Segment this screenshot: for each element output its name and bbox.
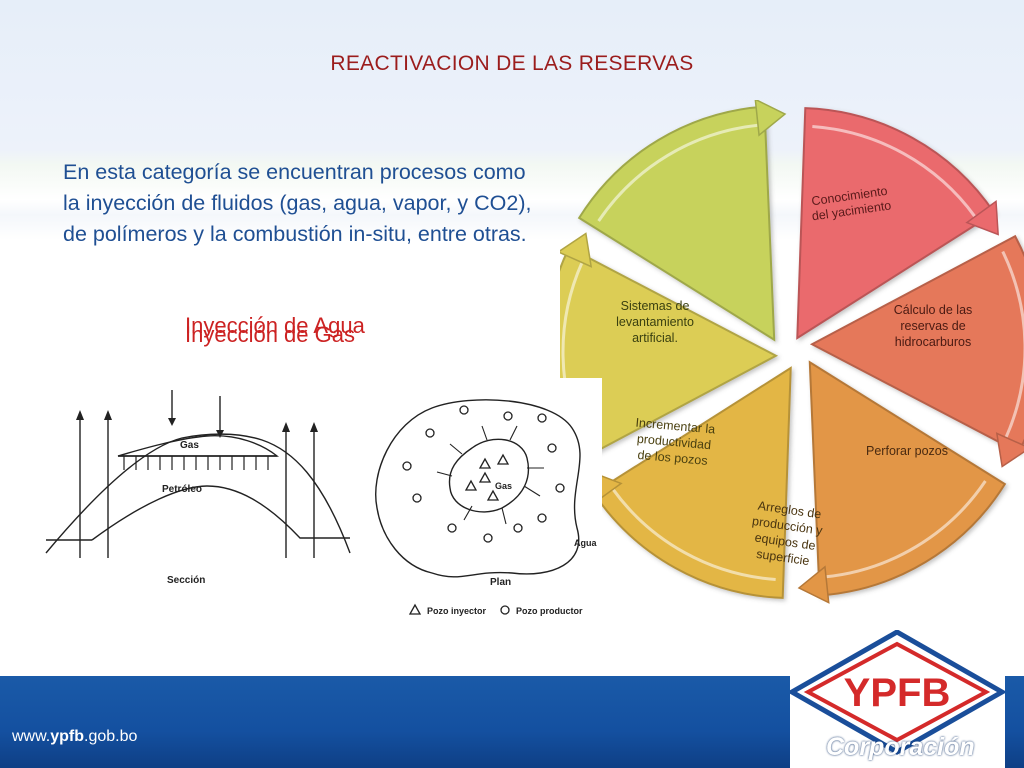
label-gas-injection: Inyección de Gas (185, 322, 355, 347)
cycle-step-5-label: Incrementar laproductividadde los pozos (632, 416, 716, 469)
cycle-step-3-label: Perforar pozos (866, 444, 948, 458)
cycle-arrow-5 (560, 232, 593, 268)
cycle-sector-4 (592, 366, 792, 599)
url-suffix: .gob.bo (84, 728, 138, 745)
cycle-arrow-3 (797, 565, 830, 604)
logo-text: YPFB (844, 671, 951, 715)
plan-gas-label: Gas (495, 481, 512, 491)
down-arrows (123, 456, 269, 470)
legend-producer-label: Pozo productor (516, 606, 583, 616)
cycle-arrow-1 (965, 199, 999, 236)
cycle-arc-3 (825, 480, 987, 579)
ypfb-logo: YPFB (790, 630, 1005, 768)
section-oil-label: Petróleo (162, 484, 202, 495)
producer-wells (402, 405, 565, 543)
section-figure (45, 390, 351, 558)
plan-caption: Plan (490, 577, 511, 588)
slide-title: REACTIVACION DE LAS RESERVAS (330, 52, 694, 75)
corporation-label: Corporación (826, 733, 975, 761)
plan-arrows (436, 425, 544, 525)
process-cycle-diagram: Conocimientodel yacimiento Cálculo de la… (560, 100, 1024, 604)
plan-water-label: Agua (574, 538, 597, 548)
cycle-arc-4 (611, 488, 776, 581)
legend-producer-icon (500, 605, 510, 615)
cycle-arc-1 (812, 125, 977, 218)
section-gas-label: Gas (180, 440, 199, 451)
injector-wells (464, 453, 510, 501)
legend-injector-label: Pozo inyector (427, 606, 487, 616)
body-paragraph: En esta categoría se encuentran procesos… (63, 160, 532, 246)
legend-injector-icon (408, 603, 422, 615)
cycle-sector-1 (796, 107, 996, 340)
cycle-sector-2 (809, 234, 1024, 454)
reservoir-figures: Gas Petróleo Sección Gas Agua Plan Pozo … (32, 378, 602, 628)
cycle-arrow-6 (754, 100, 787, 137)
url-brand: ypfb (50, 728, 85, 745)
footer-website-link[interactable]: www.ypfb.gob.bo (12, 728, 137, 746)
cycle-sector-6 (577, 105, 776, 342)
plan-figure (375, 399, 581, 578)
section-arrowheads (76, 410, 318, 438)
cycle-arrow-2 (995, 432, 1024, 468)
section-caption: Sección (167, 575, 205, 586)
cycle-step-4-label: Arreglos deproducción yequipos desuperfi… (747, 498, 827, 569)
cycle-arc-2 (1001, 250, 1024, 439)
cycle-arc-6 (597, 123, 759, 222)
url-prefix: www. (12, 728, 51, 745)
cycle-sector-3 (808, 360, 1007, 597)
cycle-sectors (560, 100, 1024, 604)
label-water-injection: Inyección de Agua (185, 313, 365, 338)
